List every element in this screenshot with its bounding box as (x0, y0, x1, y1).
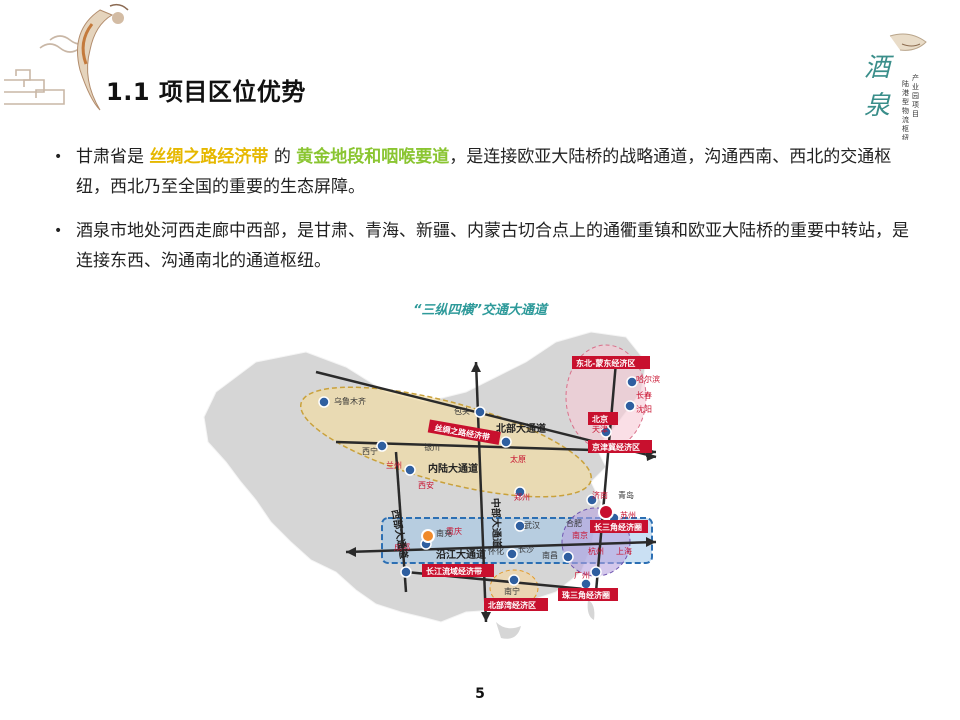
corridor-label: 北部大通道 (496, 422, 546, 435)
china-transport-map: 乌鲁木齐 包头 银川 西宁 兰州 西安 太原 郑州 武汉 重庆 成都 南充 长沙… (203, 331, 660, 639)
city-label: 武汉 (524, 520, 540, 530)
bullet-item: • 甘肃省是 丝绸之路经济带 的 黄金地段和咽喉要道，是连接欧亚大陆桥的战略通道… (54, 142, 924, 202)
city-label: 长春 (636, 390, 652, 400)
svg-text:物: 物 (902, 106, 909, 115)
city-label: 杭州 (588, 546, 604, 556)
corridor-label: 中部大通道 (489, 498, 504, 548)
decorative-ornament (4, 3, 129, 111)
zone-label: 北京 (592, 414, 608, 424)
bullet-text: 酒泉市地处河西走廊中西部，是甘肃、青海、新疆、内蒙古切合点上的通衢重镇和欧亚大陆… (76, 221, 909, 271)
svg-text:港: 港 (902, 88, 909, 97)
city-label: 南昌 (542, 550, 558, 560)
bullet-list: • 甘肃省是 丝绸之路经济带 的 黄金地段和咽喉要道，是连接欧亚大陆桥的战略通道… (54, 142, 924, 290)
zone-label: 北部湾经济区 (488, 600, 536, 610)
bullet-text: 甘肃省是 (76, 147, 144, 167)
svg-text:陆: 陆 (902, 79, 909, 88)
city-label: 郑州 (514, 492, 530, 502)
page-number: 5 (475, 686, 485, 702)
bullet-text: 的 (273, 147, 291, 167)
svg-text:型: 型 (902, 97, 909, 106)
zone-label: 珠三角经济圈 (562, 590, 610, 600)
city-label: 天津 (592, 424, 608, 434)
city-label: 哈尔滨 (636, 374, 660, 384)
city-label: 兰州 (386, 460, 402, 470)
bullet-dot-icon: • (54, 223, 63, 239)
city-label: 成都 (394, 542, 410, 552)
city-label: 上海 (616, 546, 632, 556)
svg-text:目: 目 (912, 110, 919, 118)
corridor-label: 内陆大通道 (428, 462, 478, 475)
zone-label: 东北-蒙东经济区 (576, 358, 635, 368)
zone-label: 京津冀经济区 (592, 442, 640, 452)
city-label: 乌鲁木齐 (334, 396, 366, 406)
bullet-item: • 酒泉市地处河西走廊中西部，是甘肃、青海、新疆、内蒙古切合点上的通衢重镇和欧亚… (54, 216, 924, 276)
page-title: 1.1 项目区位优势 (106, 78, 306, 106)
zone-label: 长江流域经济带 (426, 566, 482, 576)
city-label: 青岛 (618, 490, 634, 500)
city-label: 包头 (454, 406, 470, 416)
city-label: 西安 (418, 480, 434, 490)
svg-text:园: 园 (912, 92, 919, 100)
city-label: 重庆 (446, 526, 462, 536)
bullet-dot-icon: • (54, 149, 63, 165)
svg-text:枢: 枢 (902, 124, 909, 133)
svg-text:产: 产 (912, 73, 919, 82)
city-label: 银川 (424, 442, 440, 452)
svg-text:业: 业 (912, 82, 919, 91)
zone-label: 长三角经济圈 (594, 522, 642, 532)
svg-text:项: 项 (912, 101, 919, 109)
corridor-label: 沿江大通道 (436, 548, 486, 561)
city-label: 南宁 (504, 586, 520, 596)
silk-road-zone (299, 386, 593, 498)
svg-text:纽: 纽 (902, 133, 909, 140)
city-label: 济南 (592, 490, 608, 500)
city-label: 苏州 (620, 510, 636, 520)
highlight-silk-road: 丝绸之路经济带 (149, 147, 269, 167)
city-label: 怀化 (488, 546, 504, 556)
bullet-text: ，是连接欧亚大陆桥的战略通道，沟通西南、西北的交通枢纽，西北乃至全国的重要的生态… (76, 147, 892, 197)
svg-text:酒: 酒 (864, 53, 894, 83)
city-label: 长沙 (518, 544, 534, 554)
city-label: 西宁 (362, 446, 378, 456)
beibu-zone (489, 569, 539, 607)
city-label: 南京 (572, 530, 588, 540)
city-label: 合肥 (566, 518, 582, 528)
highlight-golden-section: 黄金地段和咽喉要道 (296, 147, 450, 167)
map-caption: “三纵四横”交通大通道 (413, 303, 547, 318)
city-label: 广州 (574, 570, 590, 580)
svg-text:流: 流 (902, 115, 909, 124)
city-label: 太原 (510, 454, 526, 464)
city-label: 南充 (436, 528, 452, 538)
city-label: 沈阳 (636, 404, 652, 414)
svg-text:泉: 泉 (864, 91, 891, 121)
